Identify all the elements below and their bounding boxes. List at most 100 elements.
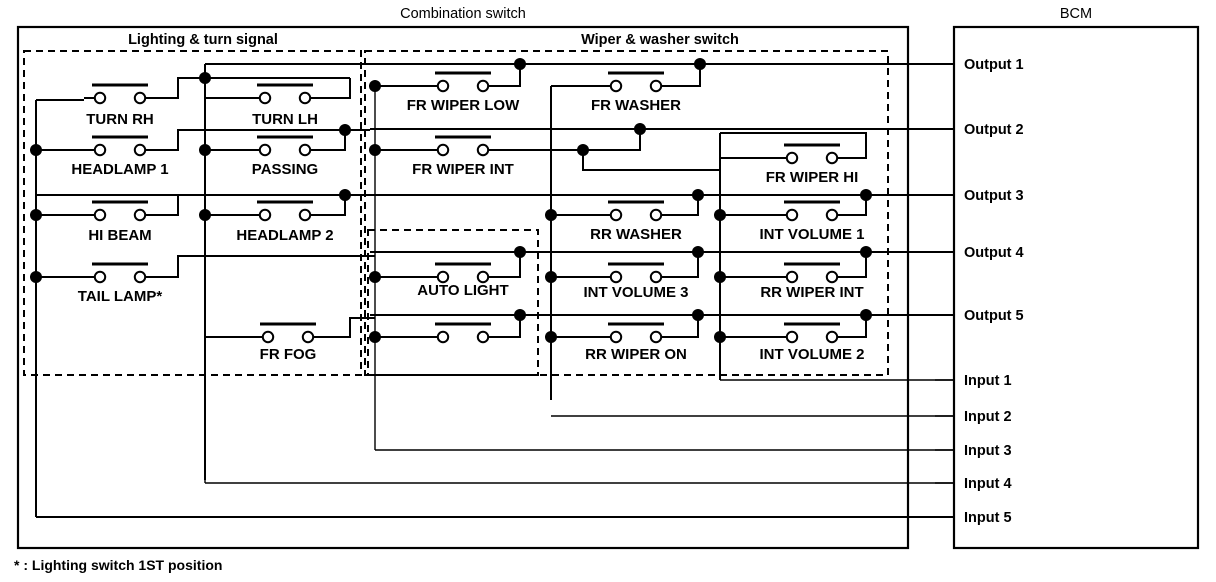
junction-node: [634, 123, 646, 135]
switch-turn-rh[interactable]: TURN RH: [86, 83, 154, 128]
junction-node: [714, 209, 726, 221]
junction-node: [694, 58, 706, 70]
contact-right-icon: [301, 330, 315, 344]
contact-right-icon: [825, 330, 839, 344]
contact-right-icon: [649, 270, 663, 284]
junction-node: [545, 331, 557, 343]
switch-fr-wiper-int[interactable]: FR WIPER INT: [412, 135, 514, 178]
switch-headlamp-2[interactable]: HEADLAMP 2: [236, 200, 334, 244]
port-label: Output 2: [964, 122, 1024, 138]
junction-node: [339, 189, 351, 201]
switch-label: INT VOLUME 2: [759, 346, 864, 363]
contact-left-icon: [93, 143, 107, 157]
combination-switch-box: [16, 25, 910, 550]
contact-left-icon: [261, 330, 275, 344]
junction-node-layer: [30, 58, 872, 343]
junction-node: [545, 209, 557, 221]
switch-label: HEADLAMP 1: [71, 161, 168, 178]
switch-int-volume-1[interactable]: INT VOLUME 1: [759, 200, 865, 243]
switch-label: TAIL LAMP*: [78, 288, 163, 305]
contact-left-icon: [785, 151, 799, 165]
switch-tail-lamp[interactable]: TAIL LAMP*: [78, 262, 163, 305]
switch-label: FR WIPER HI: [766, 169, 859, 186]
contact-left-icon: [785, 208, 799, 222]
contact-left-icon: [785, 270, 799, 284]
switch-label: INT VOLUME 1: [759, 226, 864, 243]
contact-left-icon: [258, 208, 272, 222]
bcm-port-input-3[interactable]: Input 3: [935, 443, 1012, 459]
port-label: Input 3: [964, 443, 1012, 459]
bcm-port-input-2[interactable]: Input 2: [935, 409, 1012, 425]
bcm-port-input-4[interactable]: Input 4: [935, 476, 1012, 492]
contact-left-icon: [609, 270, 623, 284]
switch-symbol-layer: TURN RH TURN LH HEADLAMP 1 PASSING HI BEAM HE…: [71, 71, 865, 363]
switch-passing[interactable]: PASSING: [252, 135, 318, 178]
contact-left-icon: [93, 91, 107, 105]
wiper-section-wiring: [370, 64, 867, 400]
wiper-washer-switch-label: Wiper & washer switch: [581, 32, 739, 48]
combination-switch-title: Combination switch: [400, 6, 526, 22]
switch-label: TURN LH: [252, 111, 318, 128]
switch-hi-beam[interactable]: HI BEAM: [88, 200, 152, 244]
contact-right-icon: [133, 270, 147, 284]
junction-node: [199, 209, 211, 221]
junction-node: [692, 309, 704, 321]
switch-label: RR WASHER: [590, 226, 682, 243]
junction-node: [692, 246, 704, 258]
port-label: Output 4: [964, 245, 1024, 261]
bcm-port-output-4[interactable]: Output 4: [935, 245, 1024, 261]
switch-fr-fog[interactable]: FR FOG: [260, 322, 317, 363]
junction-node: [369, 80, 381, 92]
junction-node: [369, 331, 381, 343]
contact-right-icon: [649, 330, 663, 344]
junction-node: [339, 124, 351, 136]
switch-label: INT VOLUME 3: [583, 284, 688, 301]
contact-right-icon: [133, 143, 147, 157]
switch-fr-wiper-hi[interactable]: FR WIPER HI: [766, 143, 859, 186]
contact-left-icon: [609, 208, 623, 222]
input-return-lines: [35, 345, 954, 518]
bcm-port-output-3[interactable]: Output 3: [935, 188, 1024, 204]
switch-rr-washer[interactable]: RR WASHER: [590, 200, 682, 243]
lighting-section-dashed-box: [23, 50, 362, 376]
port-label: Input 5: [964, 510, 1012, 526]
bcm-port-input-1[interactable]: Input 1: [935, 373, 1012, 389]
switch-rr-wiper-int[interactable]: RR WIPER INT: [760, 262, 864, 301]
junction-node: [369, 271, 381, 283]
switch-auto-light-2[interactable]: [435, 322, 491, 344]
switch-int-volume-3[interactable]: INT VOLUME 3: [583, 262, 689, 301]
switch-headlamp-1[interactable]: HEADLAMP 1: [71, 135, 169, 178]
contact-right-icon: [649, 79, 663, 93]
switch-rr-wiper-on[interactable]: RR WIPER ON: [585, 322, 687, 363]
auto-light-dashed-box: [367, 229, 539, 376]
junction-node: [369, 144, 381, 156]
contact-right-icon: [825, 151, 839, 165]
switch-auto-light[interactable]: AUTO LIGHT: [417, 262, 509, 299]
port-label: Output 1: [964, 57, 1024, 73]
bcm-port-input-5[interactable]: Input 5: [935, 510, 1012, 526]
switch-label: FR WIPER INT: [412, 161, 514, 178]
junction-node: [30, 144, 42, 156]
contact-left-icon: [436, 330, 450, 344]
port-label: Input 4: [964, 476, 1012, 492]
bcm-port-output-2[interactable]: Output 2: [935, 122, 1024, 138]
footnote-label: * : Lighting switch 1ST position: [14, 557, 222, 573]
contact-left-icon: [436, 270, 450, 284]
bcm-port-output-1[interactable]: Output 1: [935, 57, 1024, 73]
junction-node: [545, 271, 557, 283]
junction-node: [199, 144, 211, 156]
switch-label: FR FOG: [260, 346, 317, 363]
contact-left-icon: [93, 208, 107, 222]
switch-fr-wiper-low[interactable]: FR WIPER LOW: [407, 71, 520, 114]
switch-int-volume-2[interactable]: INT VOLUME 2: [759, 322, 865, 363]
contact-left-icon: [436, 79, 450, 93]
bcm-box: [952, 25, 1200, 550]
switch-turn-lh[interactable]: TURN LH: [252, 83, 318, 128]
switch-fr-washer[interactable]: FR WASHER: [591, 71, 681, 114]
bcm-port-layer: Output 1 Output 2 Output 3 Output 4 Output 5…: [935, 57, 1024, 526]
wiper-section-dashed-box: [364, 50, 889, 376]
switch-label: HEADLAMP 2: [236, 227, 333, 244]
bcm-port-output-5[interactable]: Output 5: [935, 308, 1024, 324]
switch-label: AUTO LIGHT: [417, 282, 508, 299]
